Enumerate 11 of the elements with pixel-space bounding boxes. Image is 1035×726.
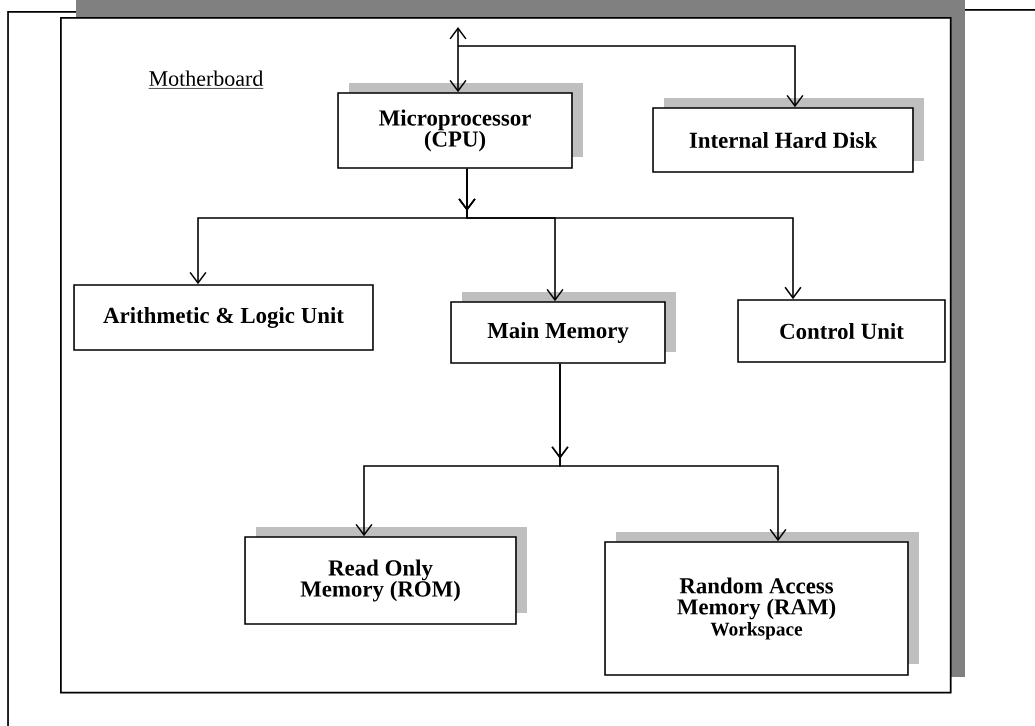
arrow bbox=[449, 27, 467, 93]
arrow bbox=[551, 363, 787, 542]
component-box: Arithmetic & Logic Unit bbox=[73, 284, 374, 351]
component-box: Random Access Memory (RAM) Workspace bbox=[604, 532, 919, 676]
arrow bbox=[458, 168, 802, 300]
component-box: Read Only Memory (ROM) bbox=[244, 527, 527, 625]
component-box: Microprocessor (CPU) bbox=[337, 83, 583, 169]
component-box: Internal Hard Disk bbox=[652, 98, 924, 173]
arrow bbox=[457, 45, 804, 108]
component-box: Control Unit bbox=[737, 299, 946, 363]
component-box: Main Memory bbox=[450, 292, 676, 364]
